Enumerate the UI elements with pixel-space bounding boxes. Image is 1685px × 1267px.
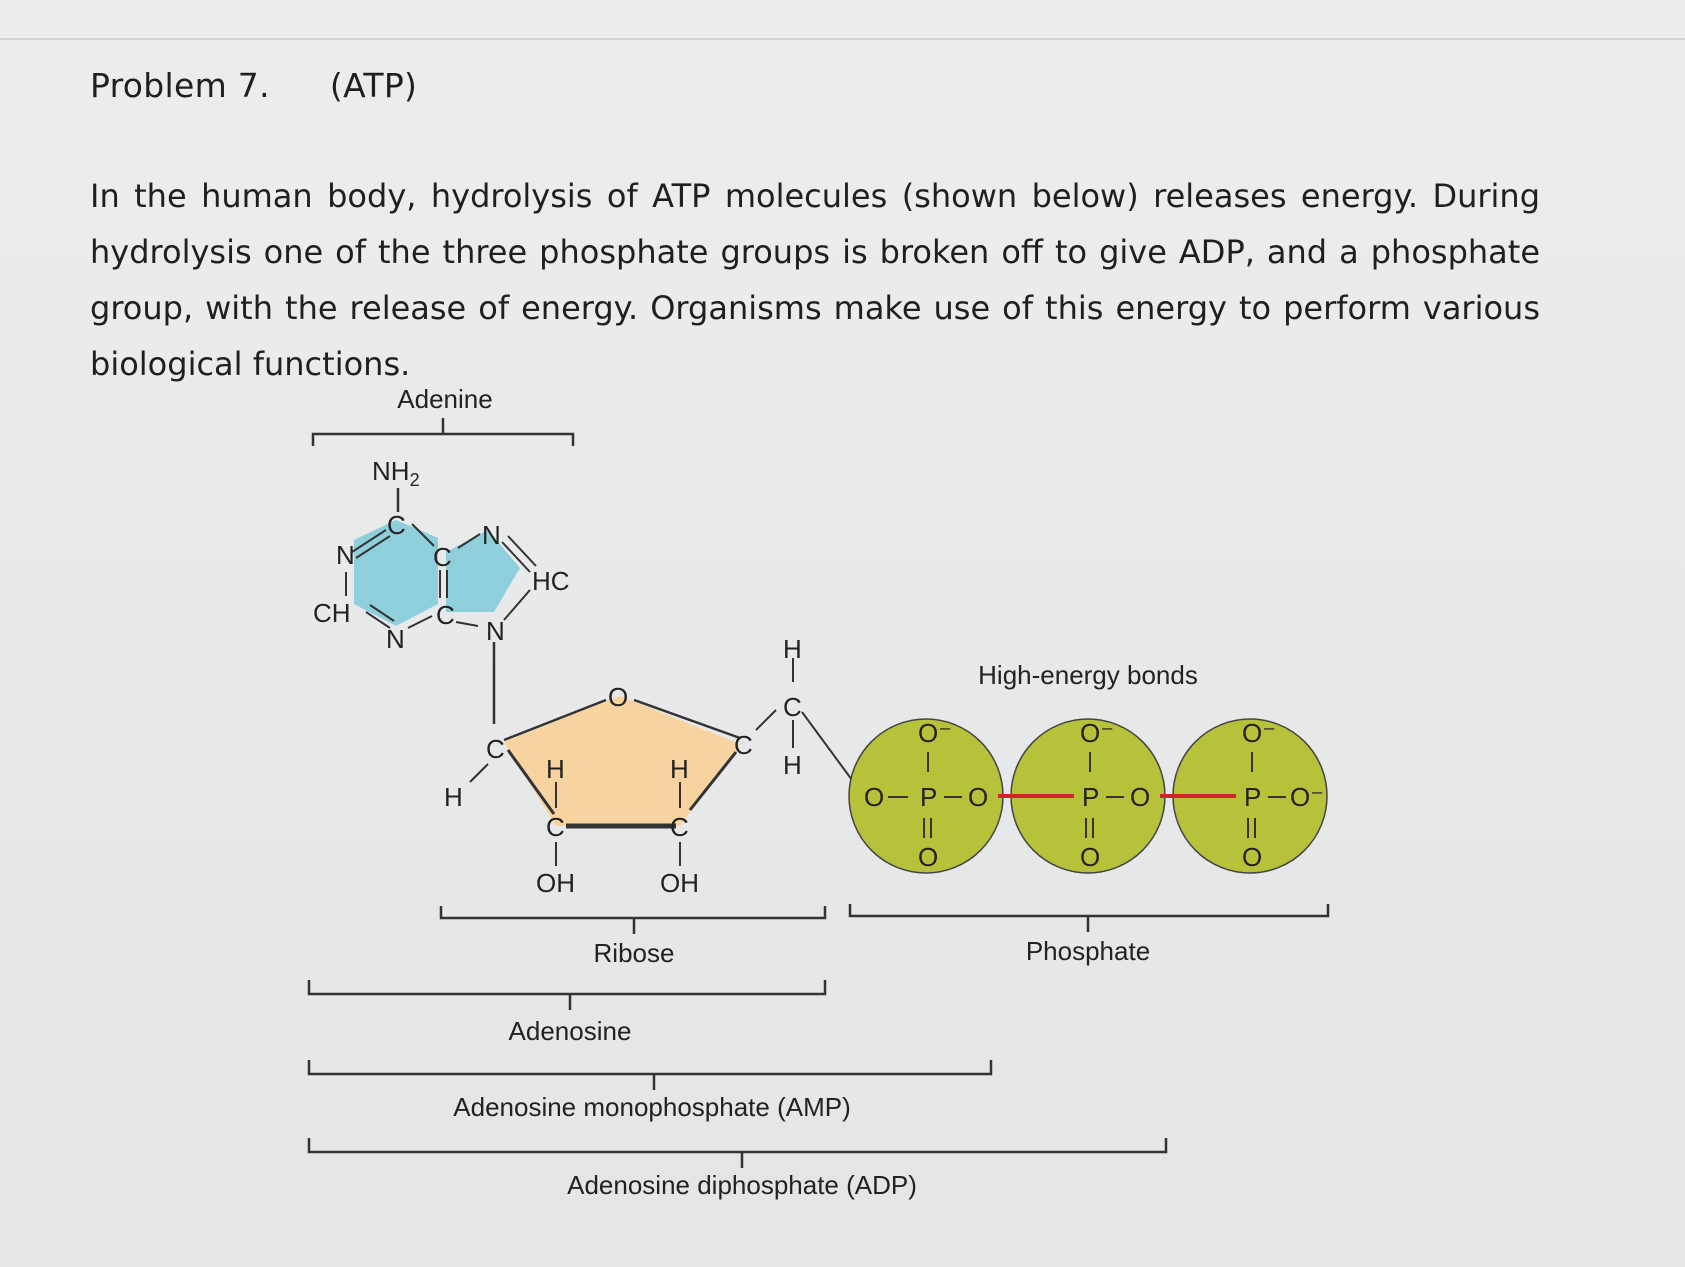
c6-c5-bond bbox=[411, 523, 435, 547]
brackets: Ribose Phosphate Adenosine Adenosine mon… bbox=[307, 904, 1330, 1200]
phosphate-label: Phosphate bbox=[1026, 936, 1150, 966]
n1-c6-bond bbox=[351, 529, 391, 559]
p2-p: P bbox=[1082, 782, 1099, 812]
ring-oxygen-bonds bbox=[503, 698, 741, 742]
p3-o-minus-right: O⁻ bbox=[1290, 782, 1324, 812]
adenosine-bracket bbox=[307, 980, 827, 1010]
c5-c4-bond bbox=[439, 570, 448, 598]
c5-o-bond bbox=[801, 711, 853, 781]
p1-double-bond bbox=[923, 818, 932, 838]
atom-c3-oh: OH bbox=[660, 868, 699, 898]
c2-n3-bond bbox=[365, 604, 395, 629]
atom-c2: C bbox=[546, 812, 565, 842]
phosphate-bracket bbox=[848, 904, 1330, 932]
c1-h-bond bbox=[469, 763, 489, 783]
p1-o-right: O bbox=[968, 782, 988, 812]
amp-bracket bbox=[307, 1060, 993, 1090]
c5-n7-bond bbox=[457, 533, 481, 549]
high-energy-label: High-energy bonds bbox=[978, 660, 1198, 690]
atom-c2: CH bbox=[313, 598, 351, 628]
atom-ring-o: O bbox=[608, 682, 628, 712]
atom-c1: C bbox=[486, 734, 505, 764]
atom-c5-h-top: H bbox=[783, 634, 802, 664]
problem-text: In the human body, hydrolysis of ATP mol… bbox=[90, 177, 1540, 383]
atom-c6: C bbox=[387, 510, 406, 540]
p3-o-bottom: O bbox=[1242, 842, 1262, 872]
ribose-bracket bbox=[439, 906, 827, 934]
adenosine-label: Adenosine bbox=[509, 1016, 632, 1046]
ribose-label: Ribose bbox=[594, 938, 675, 968]
atom-c5: C bbox=[433, 542, 452, 572]
atom-c4: C bbox=[734, 730, 753, 760]
atom-n9: N bbox=[486, 616, 505, 646]
ribose-group: O C H H C OH H C OH C H C H bbox=[444, 634, 853, 898]
problem-subtitle: (ATP) bbox=[329, 66, 418, 105]
c3-c4-bond bbox=[688, 751, 738, 811]
p3-p: P bbox=[1244, 782, 1261, 812]
p1-o-minus: O⁻ bbox=[918, 718, 952, 748]
atom-c5-h-bottom: H bbox=[783, 750, 802, 780]
adenine-five-ring bbox=[446, 530, 520, 612]
atom-n7: N bbox=[482, 520, 501, 550]
adenine-group: Adenine NH2 C N C N HC CH C N N bbox=[311, 384, 575, 724]
atom-c1-h: H bbox=[444, 782, 463, 812]
p2-o-bottom: O bbox=[1080, 842, 1100, 872]
phosphate-group: High-energy bonds O⁻ O P O O O⁻ P O O bbox=[848, 660, 1328, 874]
atom-c2-oh: OH bbox=[536, 868, 575, 898]
atom-n3: N bbox=[386, 624, 405, 654]
p1-o-bottom: O bbox=[918, 842, 938, 872]
p3-o-minus: O⁻ bbox=[1242, 718, 1276, 748]
atom-c8: HC bbox=[532, 566, 570, 596]
c4-n9-bond bbox=[455, 621, 479, 627]
p2-double-bond bbox=[1085, 818, 1094, 838]
p1-p: P bbox=[920, 782, 937, 812]
adp-label: Adenosine diphosphate (ADP) bbox=[567, 1170, 917, 1200]
p1-o-left: O bbox=[864, 782, 884, 812]
atom-c3-h: H bbox=[670, 754, 689, 784]
p3-double-bond bbox=[1247, 818, 1256, 838]
atom-nh2: NH2 bbox=[372, 456, 420, 490]
atom-c2-h: H bbox=[546, 754, 565, 784]
adp-bracket bbox=[307, 1138, 1168, 1168]
c1-c2-bond bbox=[506, 749, 556, 815]
c4-c5-bond bbox=[755, 709, 777, 731]
c8-n9-bond bbox=[503, 589, 531, 621]
atom-c4: C bbox=[436, 600, 455, 630]
atom-n1: N bbox=[336, 540, 355, 570]
problem-heading: Problem 7. (ATP) bbox=[90, 66, 417, 105]
adenine-label: Adenine bbox=[397, 384, 492, 414]
atom-c5: C bbox=[783, 692, 802, 722]
p2-o-minus: O⁻ bbox=[1080, 718, 1114, 748]
n7-c8-bond bbox=[501, 535, 537, 573]
problem-title: Problem 7. bbox=[90, 66, 270, 105]
page-edge-line bbox=[0, 38, 1685, 40]
p2-o-right: O bbox=[1130, 782, 1150, 812]
adenine-bracket bbox=[311, 418, 575, 446]
ribose-ring bbox=[504, 696, 740, 826]
amp-label: Adenosine monophosphate (AMP) bbox=[453, 1092, 850, 1122]
n3-c4-bond bbox=[407, 615, 433, 629]
atom-c3: C bbox=[670, 812, 689, 842]
